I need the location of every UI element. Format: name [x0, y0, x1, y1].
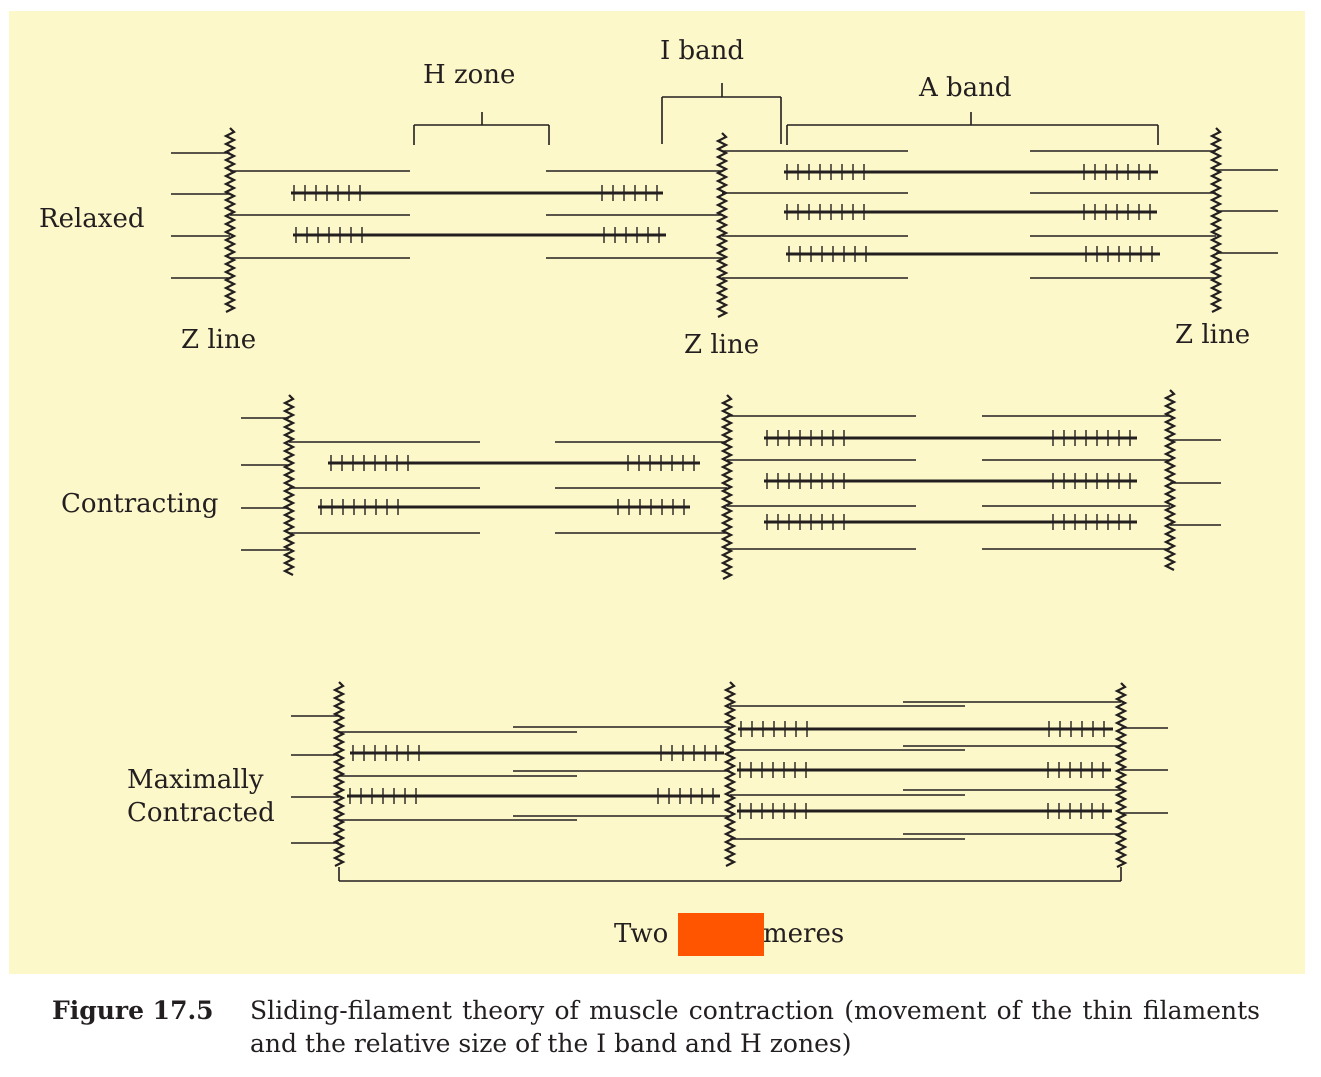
relaxed-label: Relaxed: [39, 204, 145, 234]
z-line-maximal-3: [1114, 682, 1128, 868]
redaction-block: [678, 913, 764, 956]
contracted-label: Contracted: [127, 798, 275, 828]
i-band-label: I band: [660, 36, 745, 66]
z-line-label-3: Z line: [1175, 320, 1251, 350]
figure-panel: I band H zone A band Relaxed Z line Z li…: [9, 11, 1305, 974]
z-line-relaxed-1: [223, 127, 237, 313]
z-line-maximal-2: [723, 681, 737, 867]
z-line-relaxed-2: [715, 132, 729, 318]
z-line-contracting-2: [720, 394, 734, 580]
z-line-relaxed-3: [1209, 127, 1223, 313]
sliding-filament-diagram: [171, 83, 1278, 882]
h-zone-label: H zone: [423, 60, 516, 90]
maximally-label: Maximally: [127, 765, 264, 795]
z-line-maximal-1: [332, 681, 346, 867]
z-line-contracting-3: [1163, 389, 1177, 571]
caption-label: Figure 17.5: [52, 996, 214, 1025]
meres-label: meres: [763, 919, 845, 949]
z-line-label-1: Z line: [181, 325, 257, 355]
caption-text: Sliding-filament theory of muscle contra…: [250, 996, 1260, 1058]
z-line-contracting-1: [282, 394, 296, 576]
z-line-label-2: Z line: [684, 330, 760, 360]
a-band-label: A band: [919, 73, 1012, 103]
contracting-label: Contracting: [61, 489, 219, 519]
two-label: Two: [614, 919, 669, 949]
